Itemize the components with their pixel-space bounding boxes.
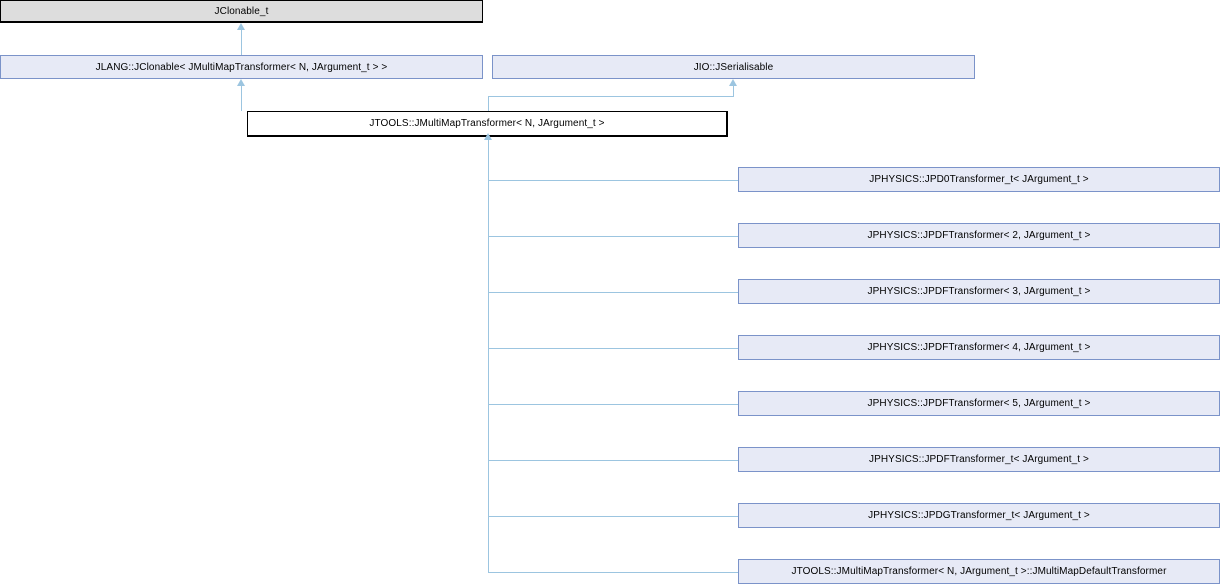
class-node-jclonable-t[interactable]: JClonable_t xyxy=(0,0,483,23)
class-node-label: JPHYSICS::JPDFTransformer< 3, JArgument_… xyxy=(867,286,1091,297)
class-node-label: JTOOLS::JMultiMapTransformer< N, JArgume… xyxy=(369,118,605,129)
edge-branch-4 xyxy=(488,404,738,405)
class-node-derived-6[interactable]: JPHYSICS::JPDGTransformer_t< JArgument_t… xyxy=(738,503,1220,528)
arrowhead-derived-trunk xyxy=(484,133,492,140)
class-node-derived-0[interactable]: JPHYSICS::JPD0Transformer_t< JArgument_t… xyxy=(738,167,1220,192)
class-node-derived-3[interactable]: JPHYSICS::JPDFTransformer< 4, JArgument_… xyxy=(738,335,1220,360)
edge-branch-1 xyxy=(488,236,738,237)
class-node-derived-4[interactable]: JPHYSICS::JPDFTransformer< 5, JArgument_… xyxy=(738,391,1220,416)
edge-branch-5 xyxy=(488,460,738,461)
edge-branch-3 xyxy=(488,348,738,349)
class-node-label: JIO::JSerialisable xyxy=(693,61,774,73)
class-node-label: JPHYSICS::JPDGTransformer_t< JArgument_t… xyxy=(868,510,1090,521)
edge-jtools-to-jio-drop xyxy=(488,96,489,111)
edge-jtools-to-jio-run xyxy=(488,96,734,97)
edge-branch-6 xyxy=(488,516,738,517)
edge-branch-7 xyxy=(488,572,738,573)
class-node-jio-jserialisable[interactable]: JIO::JSerialisable xyxy=(492,55,975,79)
class-node-derived-1[interactable]: JPHYSICS::JPDFTransformer< 2, JArgument_… xyxy=(738,223,1220,248)
class-node-label: JPHYSICS::JPD0Transformer_t< JArgument_t… xyxy=(869,174,1089,185)
arrowhead-jtools-to-jio xyxy=(729,79,737,86)
class-node-label: JPHYSICS::JPDFTransformer_t< JArgument_t… xyxy=(868,454,1089,465)
edge-jlang-to-root xyxy=(241,30,242,55)
class-node-derived-2[interactable]: JPHYSICS::JPDFTransformer< 3, JArgument_… xyxy=(738,279,1220,304)
arrowhead-jtools-to-jlang xyxy=(237,79,245,86)
edge-branch-2 xyxy=(488,292,738,293)
class-node-label: JPHYSICS::JPDFTransformer< 2, JArgument_… xyxy=(867,230,1091,241)
class-node-derived-7[interactable]: JTOOLS::JMultiMapTransformer< N, JArgume… xyxy=(738,559,1220,584)
class-node-label: JLANG::JClonable< JMultiMapTransformer< … xyxy=(95,61,388,73)
arrowhead-jlang-to-root xyxy=(237,23,245,30)
edge-derived-trunk xyxy=(488,137,489,572)
class-node-label: JTOOLS::JMultiMapTransformer< N, JArgume… xyxy=(791,566,1167,577)
class-node-derived-5[interactable]: JPHYSICS::JPDFTransformer_t< JArgument_t… xyxy=(738,447,1220,472)
edge-branch-0 xyxy=(488,180,738,181)
edge-jtools-to-jio-riser xyxy=(733,86,734,97)
class-node-label: JPHYSICS::JPDFTransformer< 4, JArgument_… xyxy=(867,342,1091,353)
class-node-jlang-jclonable[interactable]: JLANG::JClonable< JMultiMapTransformer< … xyxy=(0,55,483,79)
class-node-label: JClonable_t xyxy=(214,5,269,17)
edge-jtools-to-jlang xyxy=(241,86,242,111)
class-node-label: JPHYSICS::JPDFTransformer< 5, JArgument_… xyxy=(867,398,1091,409)
